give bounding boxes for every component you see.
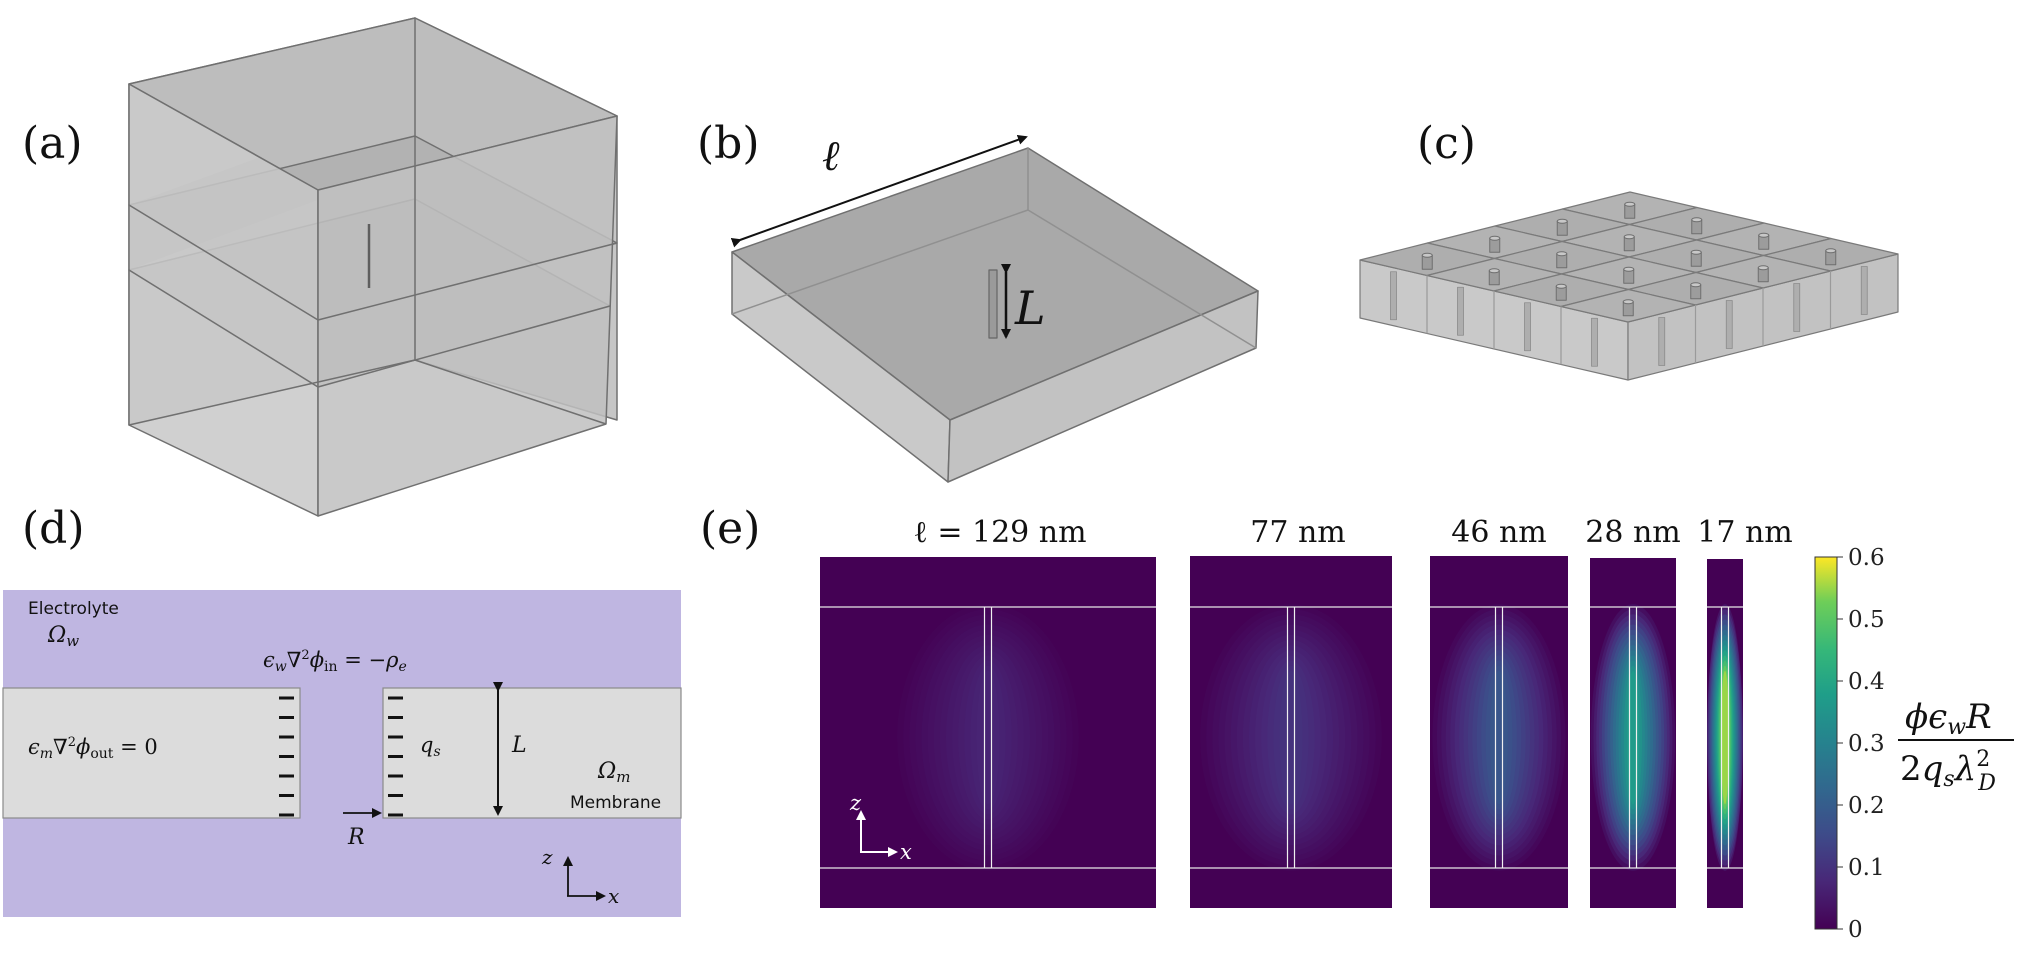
panel-b-unit-cell xyxy=(731,147,1259,483)
array-pore-top xyxy=(1624,201,1636,207)
contour-level xyxy=(1490,670,1508,805)
colorbar-tick-0.5: 0.5 xyxy=(1848,607,1885,633)
array-pore-top xyxy=(1691,217,1703,223)
svg-text:ϕϵwR: ϕϵwR xyxy=(1905,697,1992,740)
panel-label-e: (e) xyxy=(700,503,760,554)
array-pore-top xyxy=(1489,235,1501,241)
array-pore-slot xyxy=(1860,266,1868,315)
array-pore-slot xyxy=(1457,286,1464,336)
L-label: L xyxy=(1014,281,1046,335)
axis-z-label-d: z xyxy=(541,845,553,869)
array-pore-slot xyxy=(1591,317,1598,367)
array-pore-slot xyxy=(1658,317,1666,366)
array-pore-top xyxy=(1556,218,1568,224)
array-pore-slot xyxy=(1390,271,1397,321)
heatmap-title-3: 46 nm xyxy=(1451,515,1546,550)
array-pore-top xyxy=(1623,266,1635,272)
array-pore-slot xyxy=(1725,300,1733,349)
panel-label-a: (a) xyxy=(22,118,83,169)
array-pore-top xyxy=(1758,232,1770,238)
array-pore-top xyxy=(1622,299,1634,305)
heatmap-title-2: 77 nm xyxy=(1250,515,1345,550)
colorbar-tick-0.6: 0.6 xyxy=(1848,545,1885,571)
panel-e-heatmaps xyxy=(820,556,1743,908)
membrane-label: Membrane xyxy=(570,793,661,813)
panel-a-box xyxy=(128,17,618,517)
panel-label-c: (c) xyxy=(1417,118,1476,169)
R-label: R xyxy=(347,825,365,850)
colorbar-tick-0.4: 0.4 xyxy=(1848,669,1885,695)
array-pore-top xyxy=(1825,248,1837,254)
membrane-right xyxy=(382,687,682,819)
heatmap-title-4: 28 nm xyxy=(1585,515,1680,550)
array-pore-top xyxy=(1556,251,1568,257)
axis-x-label-e: x xyxy=(900,840,912,864)
panel-e-titles: ℓ = 129 nm 77 nm 46 nm 28 nm 17 nm xyxy=(913,515,1792,550)
colorbar-tick-0.1: 0.1 xyxy=(1848,855,1885,881)
heatmap-title-1: ℓ = 129 nm xyxy=(913,515,1086,550)
panel-c-array xyxy=(1359,191,1899,381)
contour-level xyxy=(976,670,1000,805)
axis-x-label-d: x xyxy=(608,884,619,908)
array-pore-top xyxy=(1421,252,1433,258)
panel-label-b: (b) xyxy=(697,118,760,169)
colorbar-tick-0.2: 0.2 xyxy=(1848,793,1885,819)
contour-level xyxy=(1721,670,1729,805)
array-pore-top xyxy=(1623,234,1635,240)
heatmap-title-5: 17 nm xyxy=(1697,515,1792,550)
surface-charges-left xyxy=(279,696,294,817)
array-pore-slot xyxy=(1524,302,1531,352)
colorbar-tick-0.3: 0.3 xyxy=(1848,731,1885,757)
membrane-left xyxy=(2,687,301,819)
L-label-d: L xyxy=(511,733,527,758)
array-pore-top xyxy=(1757,265,1769,271)
surface-charges-right xyxy=(388,696,403,817)
array-pore-slot xyxy=(1793,283,1801,332)
ell-label: ℓ xyxy=(822,131,840,180)
array-pore-top xyxy=(1555,283,1567,289)
axis-z-label-e: z xyxy=(849,791,862,815)
contour-level xyxy=(1626,670,1640,805)
array-pore-top xyxy=(1488,268,1500,274)
electrolyte-label: Electrolyte xyxy=(28,599,119,619)
colorbar xyxy=(1814,556,1838,930)
panel-d-schematic: Electrolyte Ωw ϵw∇2ϕin = −ρe ϵm∇2ϕout = … xyxy=(2,590,682,917)
array-pore-top xyxy=(1690,249,1702,255)
colorbar-ticks: 0.6 0.5 0.4 0.3 0.2 0.1 0 xyxy=(1837,545,1885,943)
array-pore-top xyxy=(1690,282,1702,288)
colorbar-tick-0: 0 xyxy=(1848,917,1863,943)
ell-dimension-arrow xyxy=(730,135,1028,248)
panel-label-d: (d) xyxy=(22,503,85,554)
contour-level xyxy=(1279,670,1303,805)
